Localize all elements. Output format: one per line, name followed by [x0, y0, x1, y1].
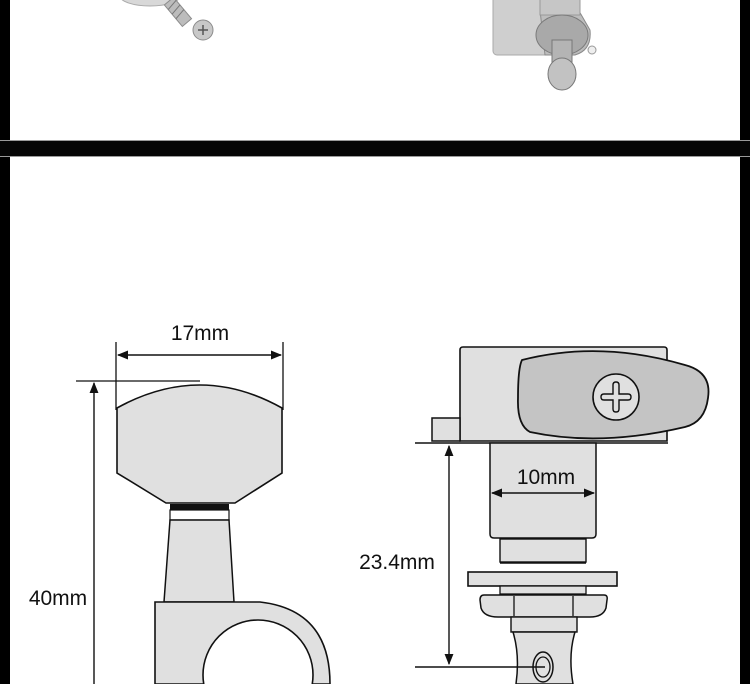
left-border [0, 0, 10, 684]
washer [467, 571, 618, 587]
right-border [740, 0, 750, 684]
height-40mm-label: 40mm [29, 587, 87, 610]
mounting-screw-photo [121, 0, 214, 41]
top-photo-section [121, 0, 597, 91]
tuner-side-view [76, 342, 331, 684]
width-17mm-label: 17mm [171, 322, 229, 345]
section-divider [0, 140, 750, 157]
tuner-post-photo [492, 0, 597, 91]
shaft-10mm-label: 10mm [517, 466, 575, 489]
hex-nut [479, 594, 608, 618]
tuner-front-view [415, 346, 710, 684]
post-23-4mm-label: 23.4mm [359, 551, 435, 574]
tuner-knob [116, 384, 283, 504]
